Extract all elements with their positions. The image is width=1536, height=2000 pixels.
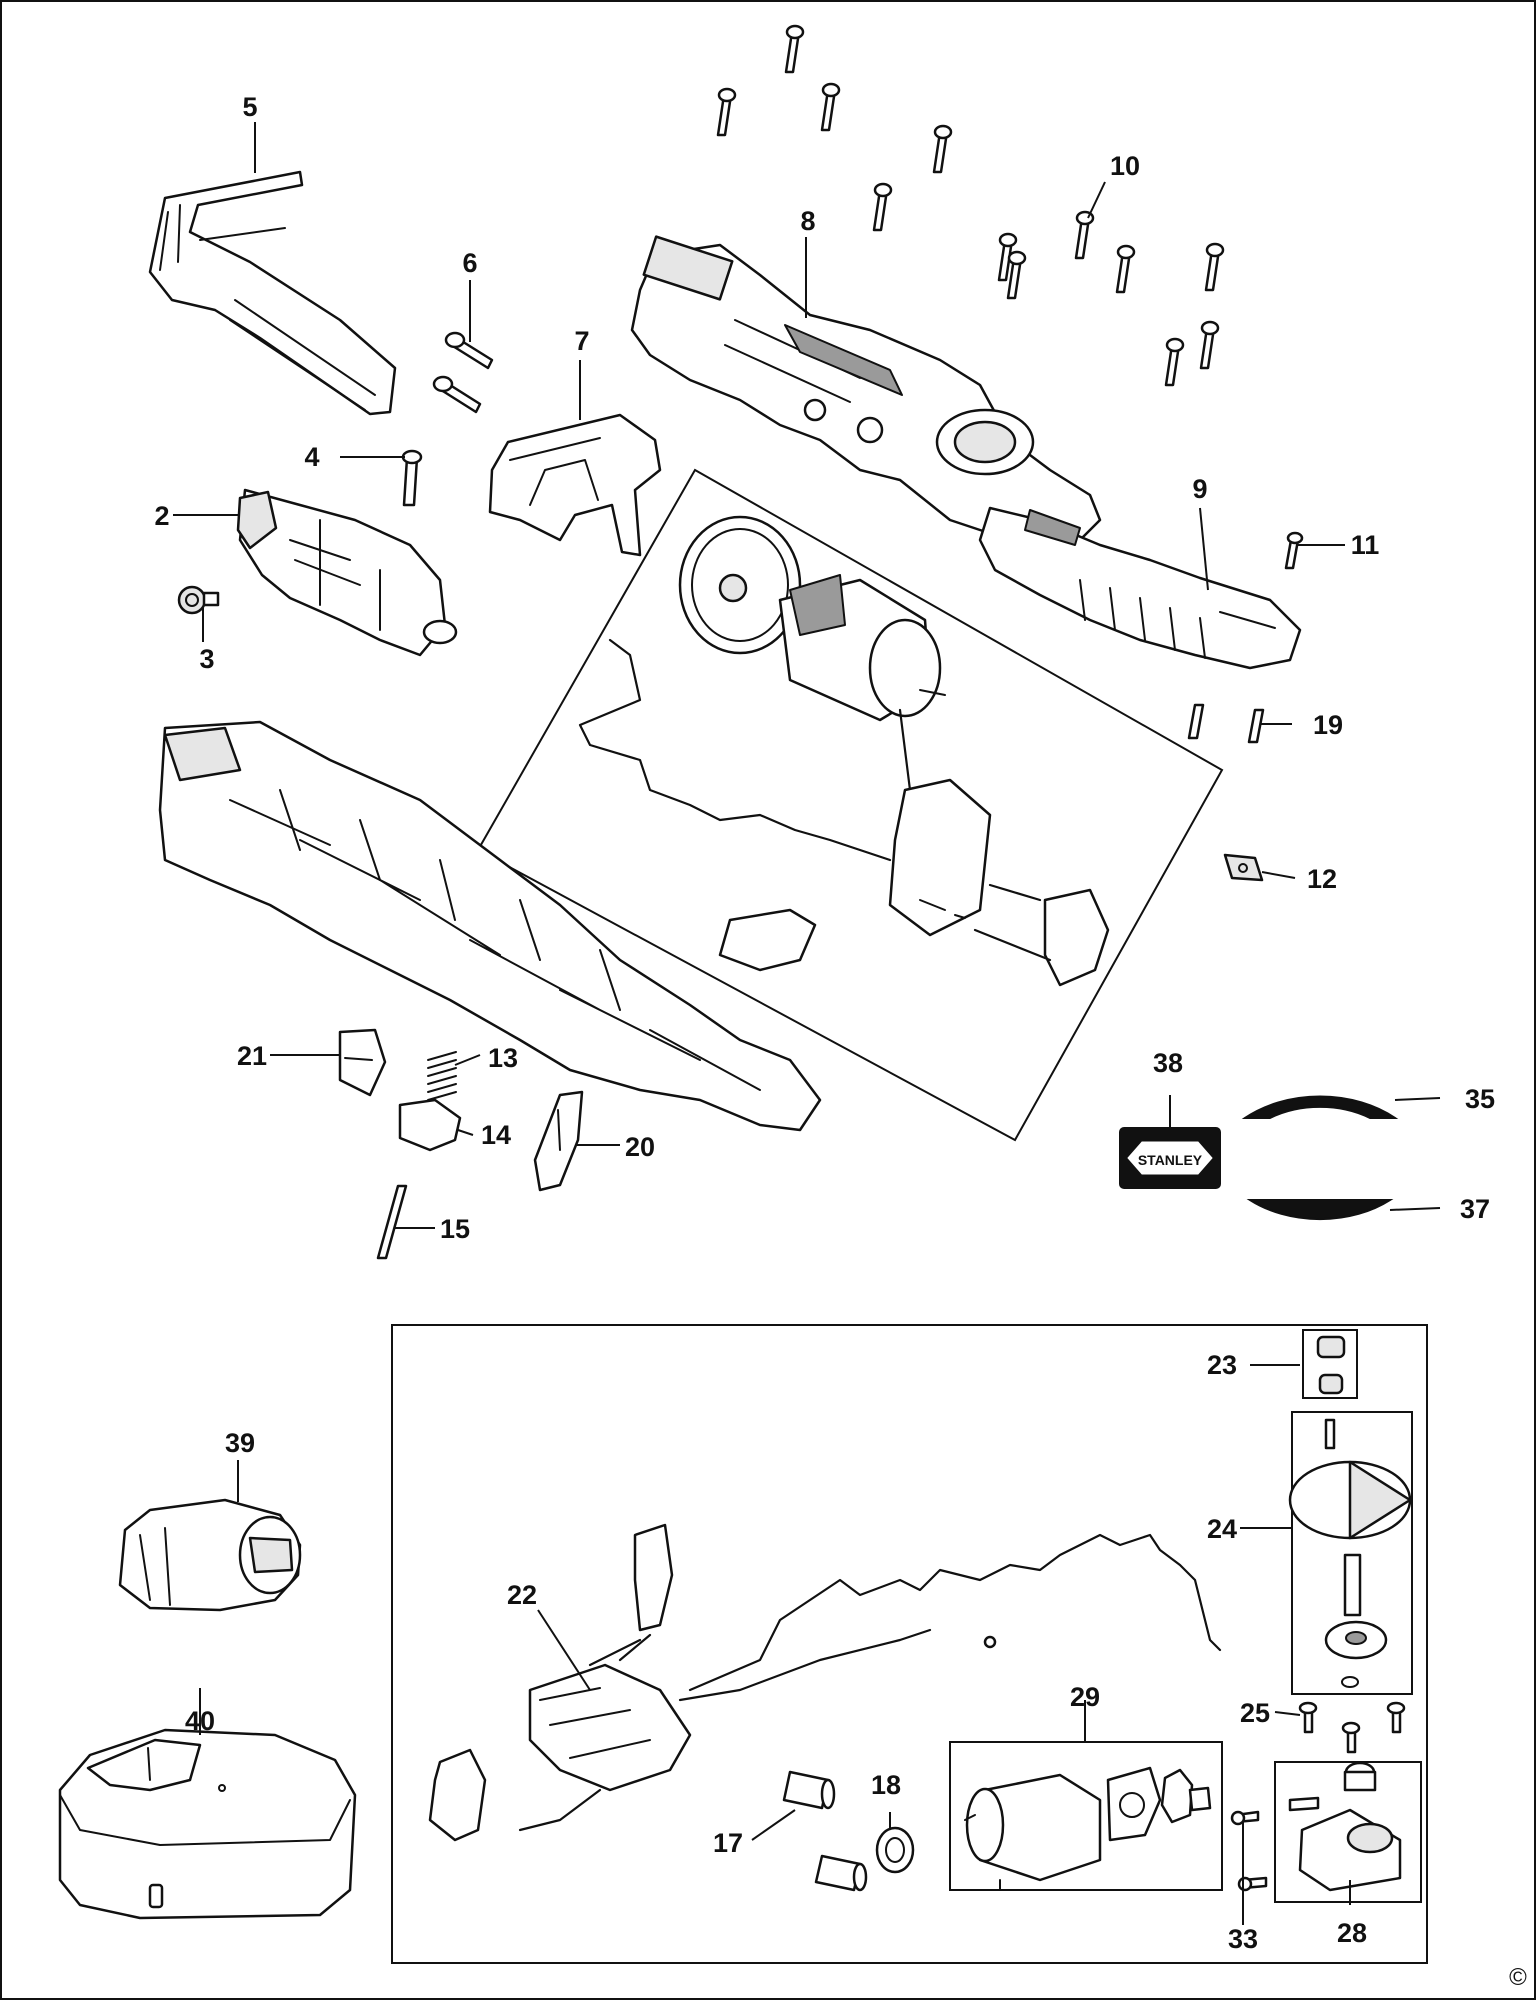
callout-3: 3 — [199, 644, 214, 674]
part-23-bushings — [1302, 1329, 1358, 1399]
callout-38: 38 — [1153, 1048, 1183, 1078]
stanley-logo-text: STANLEY — [1138, 1152, 1203, 1168]
callout-10: 10 — [1110, 151, 1140, 181]
callout-33: 33 — [1228, 1924, 1258, 1954]
part-19-pins — [1187, 703, 1265, 744]
callout-14: 13 — [488, 1043, 518, 1073]
part-25-screws — [1298, 1701, 1406, 1754]
part-33-screws — [1230, 1810, 1268, 1892]
part-22-switch-wiring — [428, 1523, 1222, 1842]
part-9-housing-front — [978, 506, 1302, 670]
callout-35: 35 — [1465, 1084, 1495, 1114]
callout-11: 11 — [1351, 530, 1380, 560]
callout-21: 21 — [237, 1041, 267, 1071]
part-24-eccentric — [1288, 1411, 1413, 1695]
screw-head — [1165, 337, 1185, 353]
part-4-screw — [401, 449, 423, 507]
screw-head — [1007, 250, 1027, 266]
part-2-blade-clamp — [236, 488, 458, 657]
part-7-bracket — [488, 413, 662, 557]
part-15-pin — [376, 1184, 408, 1260]
screw-head — [998, 232, 1018, 248]
callout-labels: 5 6 7 8 10 4 2 3 9 11 19 12 21 13 14 20 … — [154, 92, 1495, 1954]
callout-29: 29 — [1070, 1682, 1100, 1712]
part-28-gear-housing — [1274, 1761, 1422, 1903]
callout-40: 40 — [185, 1706, 215, 1736]
screw-head — [785, 24, 805, 40]
motor-assembly-inset — [476, 468, 1224, 1142]
callout-39: 39 — [225, 1428, 255, 1458]
callout-24: 24 — [1207, 1514, 1237, 1544]
screw-head — [717, 87, 737, 103]
callout-2: 2 — [154, 501, 169, 531]
screw-head — [933, 124, 953, 140]
part-37-label — [1246, 1199, 1394, 1223]
copyright-mark: © — [1509, 1964, 1527, 1991]
callout-37: 37 — [1460, 1194, 1490, 1224]
callout-25: 25 — [1240, 1698, 1270, 1728]
callout-19: 19 — [1313, 710, 1343, 740]
part-12-clip — [1223, 853, 1264, 882]
callout-28: 28 — [1337, 1918, 1367, 1948]
part-6-screws — [432, 331, 494, 414]
callout-4: 4 — [304, 442, 319, 472]
callout-23: 23 — [1207, 1350, 1237, 1380]
part-38-stanley-badge: STANLEY — [1119, 1127, 1221, 1189]
screw-head — [873, 182, 893, 198]
screw-head — [1205, 242, 1225, 258]
screw-head — [1116, 244, 1136, 260]
screw-head — [821, 82, 841, 98]
leader-lines — [173, 122, 1441, 1925]
callout-7: 7 — [574, 326, 589, 356]
callout-9: 9 — [1192, 474, 1207, 504]
part-35-lithium-label: LITHIUM — [1241, 1052, 1399, 1119]
part-18-washer — [875, 1826, 915, 1874]
part-10-screws — [716, 24, 1225, 387]
callout-15: 15 — [440, 1214, 470, 1244]
callout-17: 17 — [713, 1828, 743, 1858]
part-14-spring — [427, 1051, 457, 1101]
callout-22: 22 — [507, 1580, 537, 1610]
callout-6: 6 — [462, 248, 477, 278]
callout-8: 8 — [800, 206, 815, 236]
screw-head — [1200, 320, 1220, 336]
part-21-latch — [338, 1028, 387, 1097]
part-8-housing-top — [630, 235, 1102, 547]
part-29-motor — [949, 1741, 1223, 1891]
callout-20: 20 — [625, 1132, 655, 1162]
callout-5: 5 — [242, 92, 257, 122]
part-13-button — [398, 1098, 462, 1152]
callout-18: 18 — [871, 1770, 901, 1800]
lithium-badge-text: LITHIUM — [1300, 1052, 1341, 1063]
housing-lower-half — [158, 720, 822, 1132]
part-40-charger — [58, 1728, 357, 1920]
part-5-guard — [148, 170, 397, 416]
part-39-battery — [118, 1498, 302, 1612]
part-11-screw — [1284, 531, 1304, 570]
callout-13: 14 — [481, 1120, 511, 1150]
callout-12: 12 — [1307, 864, 1337, 894]
lower-inset-frame — [391, 1324, 1428, 1964]
part-17-sleeves — [782, 1770, 868, 1892]
part-3-bolt — [177, 585, 220, 615]
part-20-lever — [533, 1090, 584, 1192]
